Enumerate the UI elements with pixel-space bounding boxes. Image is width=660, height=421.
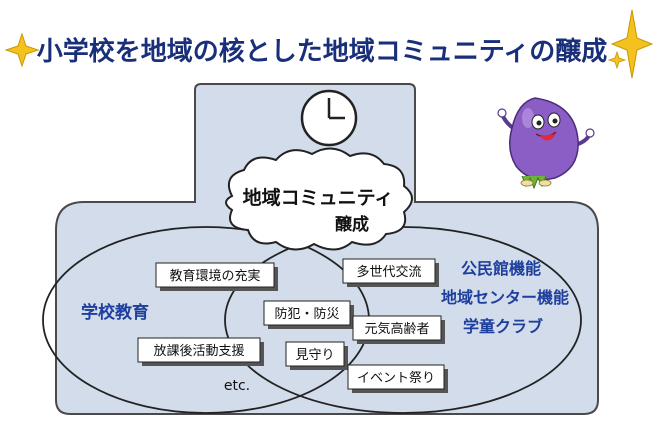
community-center-label: 地域センター機能 [441,288,569,307]
svg-text:イベント祭り: イベント祭り [357,371,435,386]
community-cloud: 地域コミュニティ 醸成 [225,147,413,251]
school-education-label: 学校教育 [81,302,149,323]
card-education-env: 教育環境の充実 [155,262,278,291]
clock-icon [300,89,358,147]
card-crime-disaster: 防犯・防災 [263,300,354,329]
cloud-label-line2: 醸成 [335,214,369,235]
svg-text:見守り: 見守り [295,348,334,363]
sparkle-star-icon [4,32,40,68]
card-intergenerational: 多世代交流 [342,258,439,287]
community-hall-label: 公民館機能 [461,259,541,278]
svg-text:防犯・防災: 防犯・防災 [274,306,339,322]
card-event: イベント祭り [347,364,448,393]
etc-label: etc. [224,378,250,394]
svg-text:放課後活動支援: 放課後活動支援 [153,343,244,359]
mascot-character-icon [497,97,595,190]
svg-text:多世代交流: 多世代交流 [356,264,421,280]
svg-text:教育環境の充実: 教育環境の充実 [169,268,260,284]
sparkle-star-icon [610,9,654,79]
card-after-school: 放課後活動支援 [137,337,264,366]
cloud-label-line1: 地域コミュニティ [243,186,394,209]
svg-text:元気高齢者: 元気高齢者 [364,321,429,337]
sparkle-star-icon [607,50,627,70]
afterschool-club-label: 学童クラブ [463,317,543,336]
page-title: 小学校を地域の核とした地域コミュニティの醸成 [37,36,607,67]
card-watching: 見守り [285,341,348,370]
card-active-elderly: 元気高齢者 [352,315,445,344]
